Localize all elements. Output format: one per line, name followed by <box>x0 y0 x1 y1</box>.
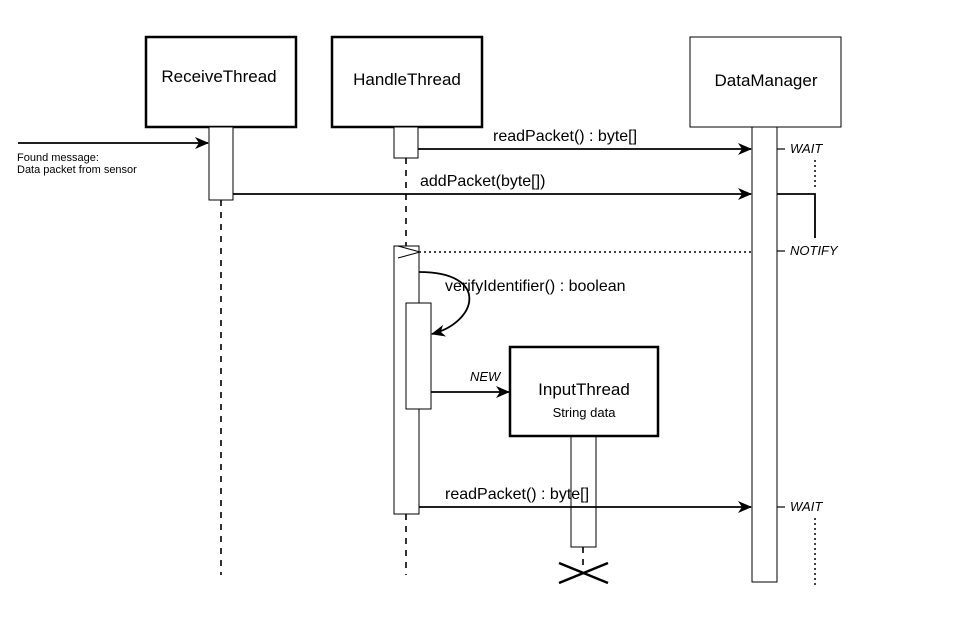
receive-thread-participant: ReceiveThread <box>144 35 298 129</box>
input-thread-destroy-marker <box>558 561 609 585</box>
wait-label-1: WAIT <box>790 141 823 156</box>
verify-identifier-label: verifyIdentifier() : boolean <box>445 278 626 295</box>
input-thread-participant: InputThread String data <box>508 345 660 438</box>
read-packet-label-1: readPacket() : byte[] <box>493 128 637 145</box>
data-manager-label: DataManager <box>714 71 817 90</box>
new-label: NEW <box>470 369 502 384</box>
add-packet-bracket <box>777 193 816 238</box>
input-thread-label: InputThread <box>538 380 630 399</box>
read-packet-label-2: readPacket() : byte[] <box>445 486 589 503</box>
handle-thread-participant: HandleThread <box>330 35 484 129</box>
handle-thread-label: HandleThread <box>353 70 461 89</box>
receive-thread-label: ReceiveThread <box>161 67 276 86</box>
data-manager-participant: DataManager <box>689 36 842 128</box>
receive-thread-activation <box>208 126 234 201</box>
found-message-label-2: Data packet from sensor <box>17 164 137 176</box>
notify-label: NOTIFY <box>790 243 839 258</box>
found-message-label-1: Found message: <box>17 152 99 164</box>
handle-thread-self-activation <box>405 302 432 410</box>
verify-identifier-arrow <box>418 271 471 337</box>
data-manager-activation <box>751 126 778 583</box>
input-thread-sublabel: String data <box>553 405 617 420</box>
wait-label-2: WAIT <box>790 499 823 514</box>
input-thread-activation <box>570 435 597 548</box>
add-packet-label: addPacket(byte[]) <box>420 173 545 190</box>
handle-thread-activation-1 <box>393 126 419 159</box>
